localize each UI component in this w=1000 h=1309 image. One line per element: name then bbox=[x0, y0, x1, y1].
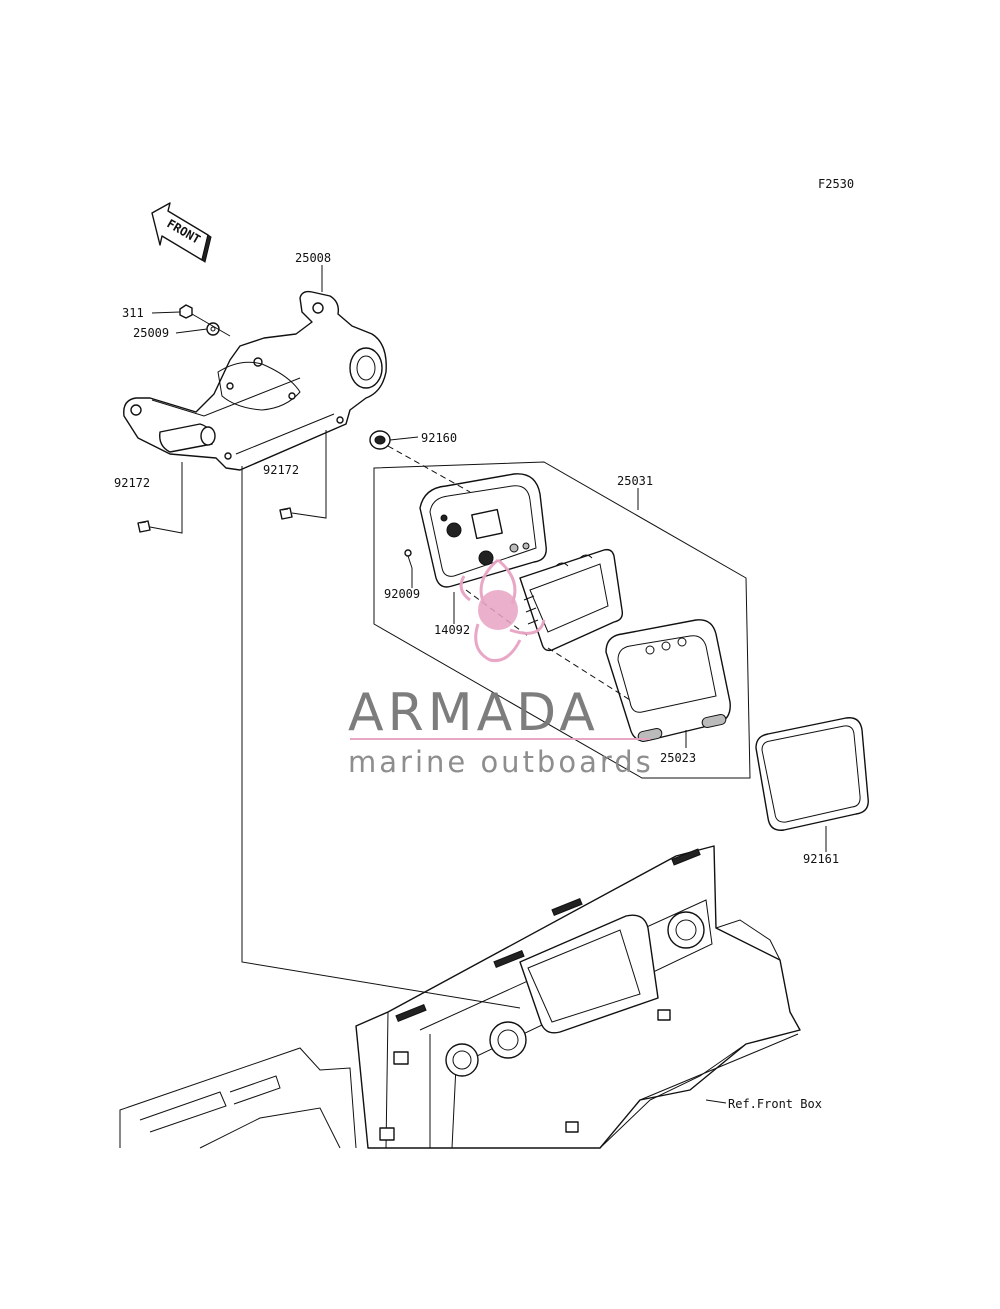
part-label-25023: 25023 bbox=[660, 751, 696, 765]
part-labels: 25008 311 25009 92160 92172 92172 25031 … bbox=[114, 251, 839, 1111]
meter-assembly-box bbox=[373, 461, 751, 779]
reference-label: Ref.Front Box bbox=[728, 1097, 822, 1111]
nut-311 bbox=[179, 304, 193, 319]
front-arrow-shadow bbox=[201, 234, 212, 263]
meter-front-25023 bbox=[605, 619, 731, 742]
figure-code: F2530 bbox=[818, 177, 854, 191]
armada-logo-mark bbox=[459, 558, 546, 663]
meter-circuit-board bbox=[519, 548, 624, 652]
part-label-92009: 92009 bbox=[384, 587, 420, 601]
part-label-92160: 92160 bbox=[421, 431, 457, 445]
leader-lines bbox=[149, 265, 827, 1104]
bolt-92172-right bbox=[279, 507, 293, 520]
meter-rear-case bbox=[419, 473, 547, 588]
part-label-14092: 14092 bbox=[434, 623, 470, 637]
meter-seal-92161 bbox=[755, 717, 869, 831]
armada-watermark: ARMADA marine outboards bbox=[348, 558, 654, 779]
dashboard-front-box bbox=[119, 845, 801, 1149]
meter-bracket-25008 bbox=[123, 290, 387, 471]
part-label-92172-right: 92172 bbox=[263, 463, 299, 477]
part-label-311: 311 bbox=[122, 306, 144, 320]
part-label-25008: 25008 bbox=[295, 251, 331, 265]
watermark-tagline: marine outboards bbox=[348, 745, 654, 779]
front-direction-arrow: FRONT bbox=[151, 202, 212, 263]
part-label-92161: 92161 bbox=[803, 852, 839, 866]
part-label-92172-left: 92172 bbox=[114, 476, 150, 490]
part-label-25031: 25031 bbox=[617, 474, 653, 488]
screw-92009 bbox=[404, 549, 413, 569]
bolt-92172-left bbox=[137, 520, 151, 533]
part-label-25009: 25009 bbox=[133, 326, 169, 340]
watermark-brand: ARMADA bbox=[348, 683, 599, 743]
grommet-92160 bbox=[369, 430, 391, 450]
